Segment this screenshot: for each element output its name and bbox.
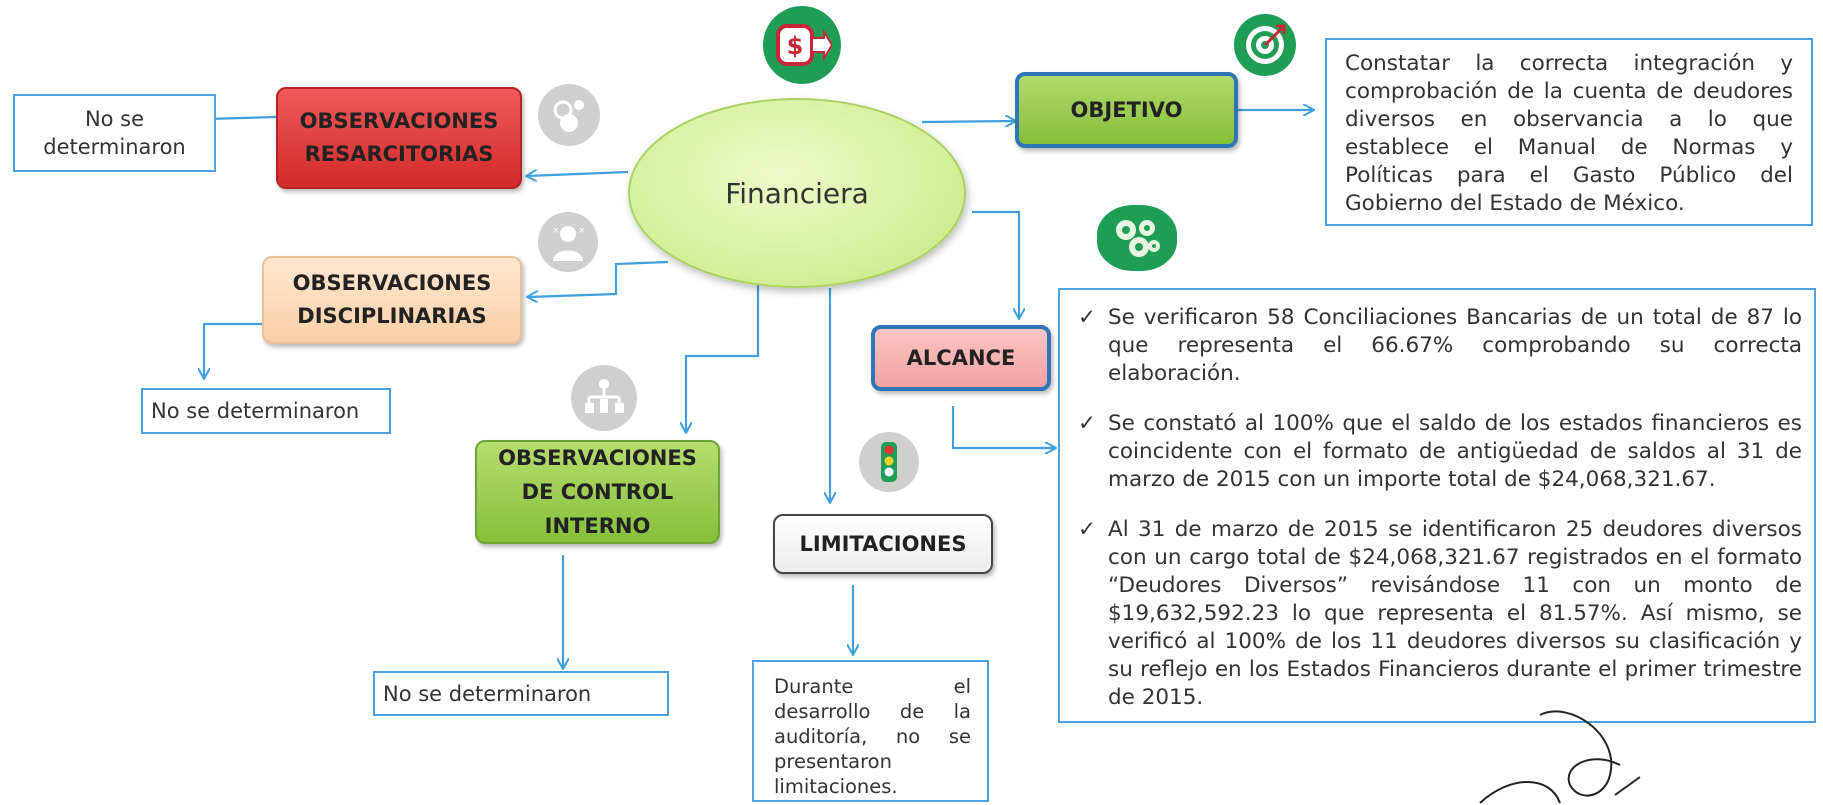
arrow-to-control-interno — [686, 285, 760, 432]
box-text: No se determinaron — [43, 107, 186, 159]
check-icon: ✓ — [1078, 305, 1097, 330]
node-label: LIMITACIONES — [799, 531, 967, 556]
node-observaciones-control-interno: OBSERVACIONES DE CONTROL INTERNO — [475, 440, 720, 544]
node-label: OBSERVACIONES DISCIPLINARIAS — [292, 271, 492, 328]
alcance-item: ✓ Se constató al 100% que el saldo de los… — [1074, 410, 1802, 494]
arrow-disciplinarias-box — [204, 322, 262, 378]
svg-text:×: × — [552, 226, 560, 236]
node-objetivo: OBJETIVO — [1015, 72, 1238, 148]
arrow-to-objetivo — [921, 121, 1015, 122]
node-alcance: ALCANCE — [871, 325, 1051, 391]
alcance-list: ✓ Se verificaron 58 Conciliaciones Bancar… — [1074, 304, 1802, 712]
node-observaciones-resarcitorias: OBSERVACIONES RESARCITORIAS — [276, 87, 522, 189]
box-resarcitorias-result: No se determinaron — [13, 94, 216, 172]
traffic-light-icon — [859, 432, 919, 492]
target-icon — [1234, 14, 1296, 76]
box-text: Durante el desarrollo de la auditoría, n… — [774, 675, 971, 798]
alcance-item-text: Se constató al 100% que el saldo de los … — [1108, 411, 1802, 492]
magnifier-person-icon — [538, 84, 600, 146]
check-icon: ✓ — [1078, 517, 1097, 542]
arrow-resarcitorias-box — [206, 117, 277, 119]
arrow-to-resarcitorias — [527, 172, 629, 176]
central-node: Financiera — [628, 98, 966, 288]
box-objetivo-text: Constatar la correcta integración y comp… — [1325, 38, 1813, 226]
box-text: No se determinaron — [151, 399, 360, 423]
person-icon: × × — [538, 212, 598, 272]
box-disciplinarias-result: No se determinaron — [141, 388, 391, 434]
svg-text:×: × — [578, 226, 586, 236]
box-limitaciones-result: Durante el desarrollo de la auditoría, n… — [752, 660, 989, 802]
box-text: No se determinaron — [383, 681, 592, 706]
node-label: OBJETIVO — [1070, 97, 1183, 122]
box-alcance-list: ✓ Se verificaron 58 Conciliaciones Bancar… — [1058, 288, 1816, 723]
gears-icon — [1097, 205, 1177, 271]
check-icon: ✓ — [1078, 411, 1097, 436]
node-label: ALCANCE — [906, 345, 1016, 370]
alcance-item-text: Al 31 de marzo de 2015 se identificaron … — [1108, 517, 1802, 710]
money-hand-icon: $ — [763, 6, 841, 84]
alcance-item: ✓ Al 31 de marzo de 2015 se identificaron… — [1074, 516, 1802, 712]
svg-text:$: $ — [787, 32, 804, 60]
central-node-label: Financiera — [725, 176, 869, 210]
alcance-item-text: Se verificaron 58 Conciliaciones Bancari… — [1108, 305, 1802, 386]
arrow-to-alcance — [972, 210, 1019, 318]
alcance-item: ✓ Se verificaron 58 Conciliaciones Bancar… — [1074, 304, 1802, 388]
node-label: OBSERVACIONES RESARCITORIAS — [299, 109, 499, 166]
node-label: OBSERVACIONES DE CONTROL INTERNO — [498, 446, 697, 538]
org-chart-icon — [571, 365, 637, 431]
box-control-interno-result: No se determinaron — [373, 671, 669, 716]
signature-mark — [1479, 710, 1641, 804]
arrow-to-disciplinarias — [528, 260, 669, 297]
node-observaciones-disciplinarias: OBSERVACIONES DISCIPLINARIAS — [262, 256, 522, 344]
box-text: Constatar la correcta integración y comp… — [1345, 51, 1793, 216]
node-limitaciones: LIMITACIONES — [773, 514, 993, 574]
arrow-alcance-box — [951, 406, 1055, 448]
